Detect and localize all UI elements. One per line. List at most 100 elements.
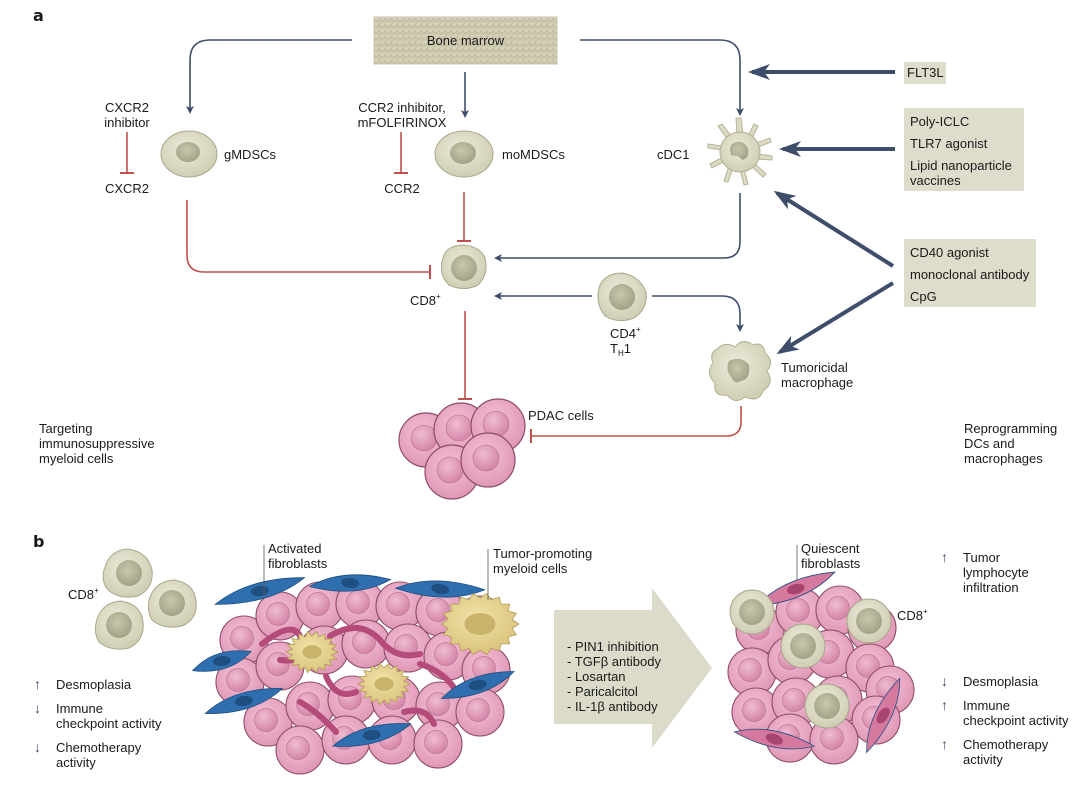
right-caption-line1: Reprogramming [964,421,1058,436]
arrow-cdc1-to-cd8 [494,193,741,262]
left-effects-list: ↑Desmoplasia ↓Immune checkpoint activity… [34,677,162,779]
effect-text: Tumor lymphocyte infiltration [963,550,1029,595]
activated-fibroblast [331,723,412,747]
quiescent-fibroblast [866,677,901,754]
effect-item: ↓Desmoplasia [941,673,1069,690]
treatment-item: - Losartan [567,669,626,684]
cd8-cell [846,598,892,644]
cd4-sup: + [636,325,641,334]
effect-item: ↑ Tumor lymphocyte infiltration [941,549,1029,596]
cd8-cell [441,244,487,289]
momdscs-label: moMDSCs [502,147,565,162]
panel-label-b: b [33,532,45,551]
tumor-promoting-label: Tumor-promoting myeloid cells [493,546,592,576]
treatment-list: - PIN1 inhibition - TGFβ antibody - Losa… [567,639,661,714]
effect-item: ↓ Chemotherapy activity [34,739,162,771]
arrow-up-icon: ↑ [941,549,948,565]
cdc1-label: cDC1 [657,147,690,162]
cd4-label: CD4+ TH1 [610,325,641,358]
activated-fibroblast [191,650,253,672]
tumor-cell [731,687,781,737]
cd8-label: CD8+ [410,293,441,309]
ccr2-label: CCR2 [384,181,420,196]
bone-marrow-bar [373,16,558,65]
left-caption-line3: myeloid cells [39,451,114,466]
pdac-label: PDAC cells [528,408,594,423]
cd8-infiltrating-sup: + [923,607,928,616]
monoclonal-antibody-label: monoclonal antibody [910,267,1030,282]
right-caption: Reprogramming DCs and macrophages [964,421,1057,466]
flt3l-box: FLT3L [904,62,946,84]
quiescent-line2: fibroblasts [801,556,861,571]
tumor-cell [809,715,859,765]
tumor-cell [413,719,463,769]
cd8-free-text: CD8 [68,587,95,602]
activated-line1: Activated [268,541,322,556]
tumor-cell [341,619,391,669]
ccr2-inhibitor-line2: mFOLFIRINOX [357,115,447,130]
arrow-cd40-to-cdc1 [773,190,895,268]
arrow-up-icon: ↑ [34,676,41,692]
cd8-infiltrating-text: CD8 [897,608,924,623]
panel-label-a: a [33,6,44,25]
macrophage-line2: macrophage [781,375,854,390]
myeloid-cell [356,662,412,706]
tlr-agonist-box: Poly-ICLC TLR7 agonist Lipid nanoparticl… [904,108,1024,191]
tumor-cell [275,725,325,775]
th1-sub: H [617,349,624,358]
cpg-label: CpG [910,289,937,304]
quiescent-line1: Quiescent [801,541,860,556]
arrow-bone-to-cdc1 [580,39,744,116]
collagen-fiber [401,707,437,727]
cd8-cell [729,589,775,635]
cxcr2-inhibitor-line2: inhibitor [104,115,150,130]
cd8-infiltrating-label: CD8+ [897,607,928,624]
gmdsc-cell [160,130,218,178]
tumor-cell [375,581,425,631]
quiescent-fibroblast [755,571,836,607]
cxcr2-inhibitor-line1: CXCR2 [104,100,150,115]
treatment-item: - TGFβ antibody [567,654,661,669]
effect-text: Immune checkpoint activity [56,701,162,731]
myeloid-cell [284,630,340,674]
activated-fibroblast [204,688,284,714]
activated-fibroblast [394,580,486,598]
th1-t: T [610,341,618,356]
treatment-item: - Paricalcitol [567,684,638,699]
cd8-cell-free [147,579,197,628]
cd8-cell-free [94,600,144,650]
effect-text: Chemotherapy activity [56,740,142,770]
arrow-down-icon: ↓ [34,739,41,755]
macrophage-line1: Tumoricidal [781,360,848,375]
ccr2-inhibitor-line1: CCR2 inhibitor, [358,100,446,115]
treatment-item: - IL-1β antibody [567,699,658,714]
right-caption-line2: DCs and [964,436,1015,451]
right-effects-list: ↓Desmoplasia ↑ Immune checkpoint activity… [941,674,1069,776]
th1-tail: 1 [623,341,631,356]
reprogrammed-tumor [727,571,915,765]
activated-fibroblast [440,671,515,699]
cd40-agonist-label: CD40 agonist [910,245,989,260]
effect-text: Immune checkpoint activity [963,698,1069,728]
macrophage-label: Tumoricidal macrophage [781,360,853,390]
cd4-cell [597,272,647,322]
collagen-fiber [297,699,339,735]
effect-text: Chemotherapy activity [963,737,1049,767]
treatment-arrow [554,588,712,748]
cd40-agonist-box: CD40 agonist monoclonal antibody CpG [904,239,1036,307]
macrophage-cell [709,341,771,401]
momdsc-cell [434,130,494,178]
arrow-down-icon: ↓ [941,673,948,689]
cd8-cell [804,683,850,729]
inhibit-macrophage-to-pdac [530,406,742,443]
collagen-fiber [327,625,423,659]
tlr7-agonist-label: TLR7 agonist [910,136,988,151]
arrow-down-icon: ↓ [34,700,41,716]
poly-iclc-label: Poly-ICLC [910,114,970,129]
arrow-up-icon: ↑ [941,736,948,752]
tumor-cell [727,647,777,697]
left-caption: Targeting immunosuppressive myeloid cell… [39,421,155,466]
bone-marrow-label: Bone marrow [426,33,505,48]
desmoplastic-tumor [191,574,520,775]
inhibit-gmdsc-to-cd8 [186,200,431,279]
